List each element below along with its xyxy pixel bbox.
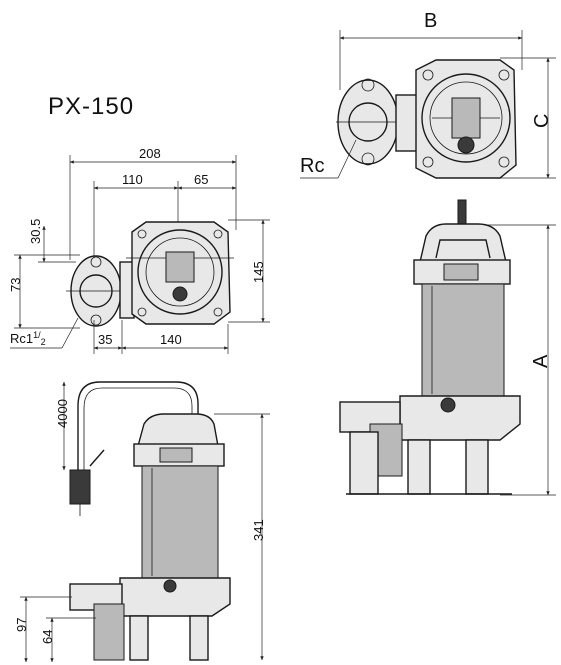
- motor-body: [421, 283, 505, 397]
- small-flange-bolt-top: [90, 256, 102, 268]
- flange-bolt-bottom: [361, 152, 375, 166]
- small-housing-bolt-3: [137, 307, 147, 317]
- dim-110-text: 110: [122, 172, 143, 187]
- terminal-lead: [89, 449, 105, 467]
- cable-entry-top: [457, 136, 475, 154]
- dim-35-text: 35: [98, 332, 112, 347]
- motor-circle-inner: [429, 81, 503, 155]
- side-view-large: A: [339, 199, 556, 496]
- handle-inner: [435, 239, 491, 259]
- dim-64-text: 64: [40, 630, 55, 644]
- label-rc-small-den: 2: [41, 337, 46, 347]
- dim-341-text: 341: [251, 519, 266, 541]
- motor-circle-outer: [421, 73, 511, 163]
- small-motor-circle-outer: [137, 229, 223, 315]
- leg-1: [349, 431, 379, 495]
- flange-bolt-top: [361, 78, 375, 92]
- top-view-small: 208 110 65 145 30.5 73: [8, 146, 270, 354]
- small-housing-bolt-1: [137, 229, 147, 239]
- housing-bolt-3: [422, 156, 434, 168]
- label-rc: Rc: [300, 155, 324, 177]
- motor-handle-top: [451, 97, 481, 139]
- dim-208-text: 208: [139, 146, 161, 161]
- rc-small-leader-d: [61, 317, 79, 349]
- housing-bolt-1: [422, 69, 434, 81]
- drain-plug: [440, 397, 456, 413]
- model-title: PX-150: [48, 93, 134, 120]
- nameplate: [443, 263, 479, 281]
- small-motor-handle: [165, 251, 195, 283]
- leg-2: [407, 439, 431, 495]
- small-lifting-handle: [137, 413, 219, 447]
- label-rc-small-slash: /: [38, 330, 41, 340]
- small-nameplate: [159, 447, 193, 463]
- small-motor-body: [141, 465, 219, 579]
- housing-bolt-4: [498, 156, 510, 168]
- label-rc-small-base: Rc1: [10, 331, 33, 346]
- small-elbow-down: [93, 603, 125, 661]
- dim-140-text: 140: [160, 332, 182, 347]
- small-housing-bolt-2: [213, 229, 223, 239]
- label-c: C: [531, 114, 553, 128]
- dim-145-text: 145: [251, 261, 266, 283]
- housing-bolt-2: [498, 69, 510, 81]
- side-view-small: 4000 341 97 64: [14, 381, 270, 663]
- small-motor-circle-inner: [145, 237, 215, 307]
- label-rc-small-num: 1: [33, 330, 38, 340]
- discharge-neck: [395, 94, 419, 152]
- power-cable: [77, 381, 199, 470]
- dim-30-5-text: 30.5: [28, 219, 43, 244]
- top-view-large: B C Rc: [300, 10, 556, 179]
- small-cable-entry: [172, 286, 188, 302]
- rc-leader-d: [337, 139, 357, 179]
- power-cable-inner: [83, 387, 193, 470]
- dim-65-text: 65: [194, 172, 208, 187]
- leg-3: [465, 439, 489, 495]
- label-a: A: [530, 354, 552, 368]
- cable-terminal: [69, 469, 91, 505]
- volute-casing: [399, 395, 521, 441]
- lifting-handle: [419, 223, 507, 263]
- dim-73-text: 73: [8, 278, 23, 292]
- small-flange-bolt-bottom: [90, 314, 102, 326]
- dim-97-text: 97: [14, 618, 29, 632]
- small-leg-2: [189, 615, 209, 661]
- small-drain-plug: [163, 579, 177, 593]
- label-rc-small: Rc11/2: [10, 330, 46, 347]
- small-housing-bolt-4: [213, 307, 223, 317]
- label-b: B: [424, 10, 437, 32]
- small-leg-1: [129, 615, 149, 661]
- dim-4000-text: 4000: [55, 399, 70, 428]
